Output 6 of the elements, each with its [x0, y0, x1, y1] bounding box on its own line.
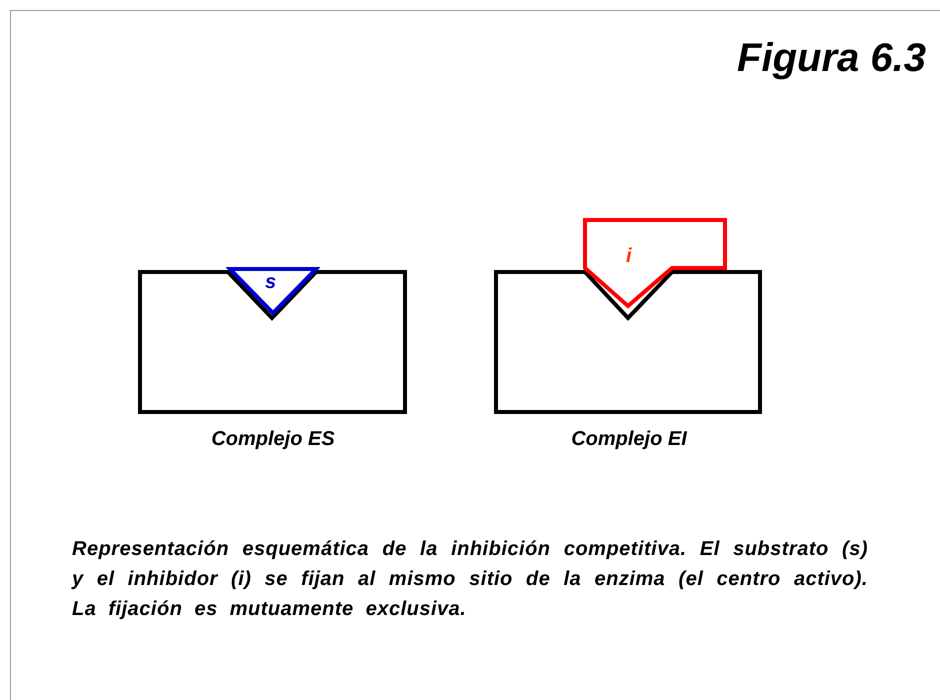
complex-caption: Complejo EI — [570, 428, 688, 451]
inhibitor-letter: i — [626, 245, 632, 268]
figure-caption: Representación esquemática de la inhibición competitiva. El substrato (s) y el inhibidor (i) se fijan al mismo sitio de la enzima (el centro activo). La fijación es mutuamente exclusiva. — [72, 537, 868, 622]
substrate-letter: s — [265, 271, 276, 294]
figure-title: Figura 6.3 — [737, 36, 926, 81]
complex-caption: Complejo ES — [210, 428, 336, 451]
